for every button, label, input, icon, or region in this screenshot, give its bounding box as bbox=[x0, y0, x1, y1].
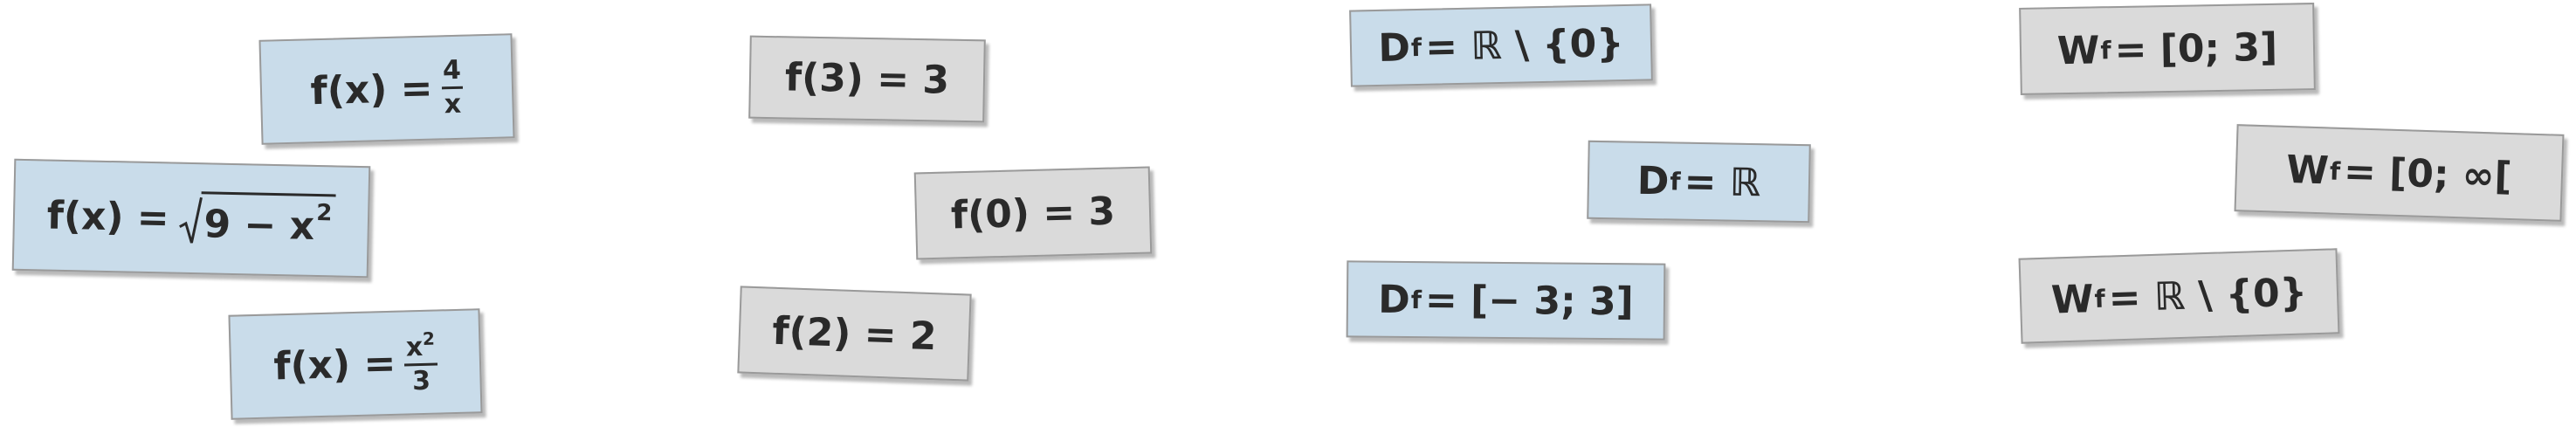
radical-sign-icon bbox=[178, 196, 203, 243]
domain-letter: D bbox=[1378, 277, 1411, 322]
fraction-numerator: 4 bbox=[440, 54, 464, 89]
value-text: f(3) = 3 bbox=[784, 55, 950, 103]
domain-letter: D bbox=[1636, 158, 1670, 203]
range-letter: W bbox=[2050, 276, 2095, 323]
fraction-numerator: x2 bbox=[403, 327, 437, 367]
value-text: f(2) = 2 bbox=[771, 308, 938, 359]
range-letter: W bbox=[2056, 27, 2100, 73]
range-subscript: f bbox=[2100, 35, 2111, 65]
range-value: = ℝ \ {0} bbox=[2107, 269, 2308, 321]
value-card-1[interactable]: f(3) = 3 bbox=[748, 35, 986, 123]
value-card-3[interactable]: f(2) = 2 bbox=[737, 286, 972, 382]
function-card-2[interactable]: f(x) = 9 − x2 bbox=[11, 158, 371, 279]
radicand-base: 9 − x bbox=[203, 201, 315, 249]
fraction: 4 x bbox=[440, 54, 465, 120]
domain-subscript: f bbox=[1670, 166, 1681, 196]
exponent: 2 bbox=[316, 199, 333, 226]
numerator-base: x bbox=[405, 331, 424, 363]
range-letter: W bbox=[2285, 147, 2330, 193]
square-root: 9 − x2 bbox=[177, 190, 336, 249]
function-card-3[interactable]: f(x) = x2 3 bbox=[228, 308, 483, 420]
domain-subscript: f bbox=[1410, 32, 1422, 62]
fraction: x2 3 bbox=[403, 327, 437, 397]
function-lhs: f(x) = bbox=[309, 65, 434, 114]
value-card-2[interactable]: f(0) = 3 bbox=[913, 166, 1153, 260]
domain-letter: D bbox=[1377, 24, 1411, 71]
range-subscript: f bbox=[2093, 284, 2106, 313]
domain-value: = ℝ \ {0} bbox=[1424, 20, 1625, 70]
range-value: = [0; ∞[ bbox=[2343, 148, 2513, 199]
fraction-denominator: 3 bbox=[411, 365, 431, 397]
radicand: 9 − x2 bbox=[200, 190, 336, 249]
range-value: = [0; 3] bbox=[2114, 24, 2278, 72]
range-subscript: f bbox=[2329, 156, 2341, 186]
fraction-denominator: x bbox=[444, 88, 462, 120]
numerator-exponent: 2 bbox=[422, 327, 436, 349]
domain-subscript: f bbox=[1410, 285, 1422, 314]
domain-value: = [− 3; 3] bbox=[1424, 277, 1634, 324]
function-lhs: f(x) = bbox=[272, 341, 396, 389]
domain-value: = ℝ bbox=[1684, 159, 1761, 205]
function-card-1[interactable]: f(x) = 4 x bbox=[258, 33, 515, 145]
value-text: f(0) = 3 bbox=[950, 189, 1116, 238]
function-lhs: f(x) = bbox=[46, 193, 170, 240]
